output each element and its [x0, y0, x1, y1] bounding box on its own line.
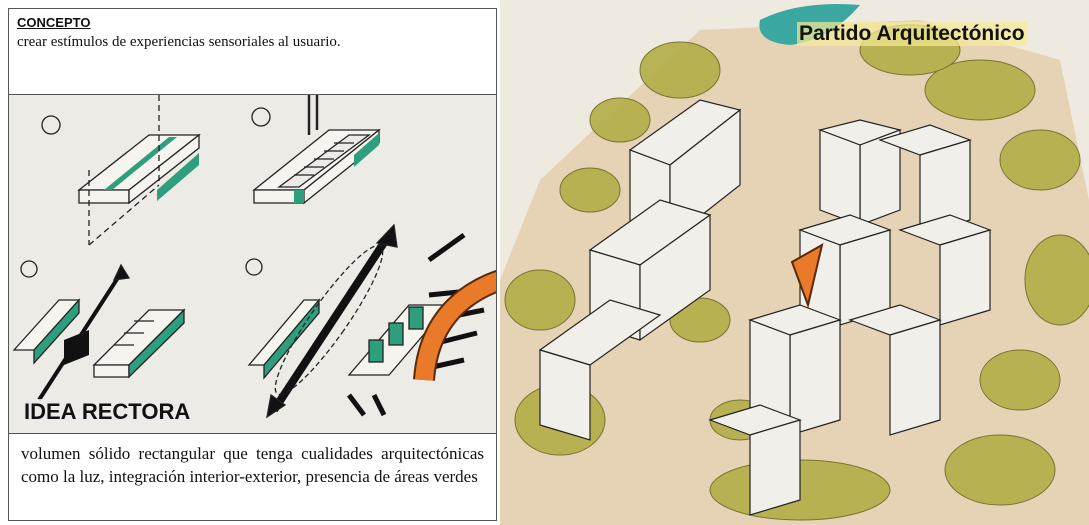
concept-box: CONCEPTO crear estímulos de experiencias… — [8, 8, 497, 95]
sketch-a — [41, 95, 201, 246]
partido-sketch — [500, 4, 1089, 525]
partido-title: Partido Arquitectónico — [797, 22, 1027, 46]
transition-arrow-head — [790, 243, 824, 309]
sketch-b — [251, 95, 381, 205]
idea-rectora-label: IDEA RECTORA — [21, 399, 194, 425]
partido-sketch-panel: Partido Arquitectónico — [500, 0, 1089, 525]
building-blocks — [538, 99, 992, 516]
idea-sketches — [12, 95, 496, 419]
concept-title: CONCEPTO — [17, 15, 91, 30]
concept-text: crear estímulos de experiencias sensoria… — [17, 34, 341, 50]
idea-description-text: volumen sólido rectangular que tenga cua… — [21, 444, 484, 486]
idea-description-box: volumen sólido rectangular que tenga cua… — [8, 433, 497, 521]
sketch-c — [12, 260, 186, 402]
idea-sketch-panel: IDEA RECTORA — [8, 95, 497, 433]
